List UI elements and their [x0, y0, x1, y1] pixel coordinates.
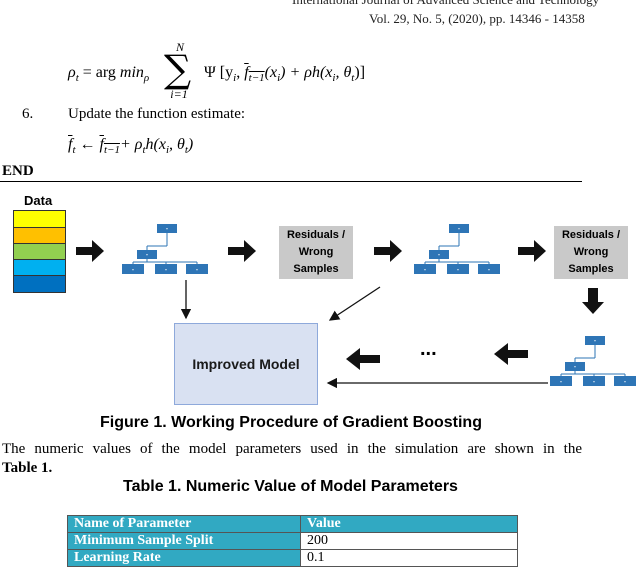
data-row: [14, 211, 65, 228]
psi-expression: Ψ [yi, ft−1(xi) + ρh(xi, θt)]: [204, 64, 366, 85]
data-label: Data: [24, 193, 53, 208]
table-cell: Minimum Sample Split: [67, 532, 301, 550]
tree-node-label: -: [457, 265, 460, 274]
block-arrow-left: [346, 348, 380, 370]
table-row: Minimum Sample Split 200: [67, 532, 518, 550]
update-equation: ft ← ft−1+ ρth(xi, θt): [68, 136, 194, 157]
residuals-box: Residuals / Wrong Samples: [554, 226, 628, 279]
sum-upper: N: [175, 40, 184, 54]
figure-caption: Figure 1. Working Procedure of Gradient …: [100, 414, 482, 431]
decision-tree: - - - - -: [122, 224, 208, 274]
tree-node-label: -: [488, 265, 491, 274]
end-label: END: [2, 163, 34, 179]
improved-model-box: Improved Model: [174, 323, 318, 405]
paragraph-line: The numeric values of the model paramete…: [2, 441, 582, 457]
tree-node-label: -: [574, 362, 577, 371]
tree-node-label: -: [132, 265, 135, 274]
tree-node-label: -: [438, 250, 441, 259]
table-header: Value: [300, 515, 518, 533]
tree-node-label: -: [593, 377, 596, 386]
thin-arrow: [328, 286, 381, 321]
table-cell: 200: [300, 532, 518, 550]
tree-node-label: -: [594, 336, 597, 345]
tree-node-label: -: [560, 377, 563, 386]
tree-node-label: -: [165, 265, 168, 274]
table-cell: Learning Rate: [67, 549, 301, 567]
data-row: [14, 260, 65, 276]
ellipsis: ...: [420, 338, 437, 360]
table-reference: Table 1.: [2, 460, 53, 476]
data-row: [14, 276, 65, 292]
sum-lower: i=1: [170, 87, 188, 101]
decision-tree: - - - - -: [414, 224, 500, 274]
rho-equation: ρt = arg minρ: [68, 64, 150, 85]
parameter-table: Name of Parameter Value Minimum Sample S…: [67, 515, 518, 567]
step-text: Update the function estimate:: [68, 106, 246, 122]
tree-node-label: -: [196, 265, 199, 274]
table-row: Learning Rate 0.1: [67, 549, 518, 567]
block-arrow-down: [582, 288, 604, 314]
volume-header: Vol. 29, No. 5, (2020), pp. 14346 - 1435…: [369, 11, 585, 26]
data-row: [14, 244, 65, 260]
journal-header: International Journal of Advanced Scienc…: [292, 0, 599, 8]
section-divider: [0, 181, 582, 182]
residuals-box: Residuals / Wrong Samples: [279, 226, 353, 279]
data-stack: [13, 210, 66, 293]
block-arrow: [76, 240, 104, 262]
table-header-row: Name of Parameter Value: [67, 515, 518, 533]
table-header: Name of Parameter: [67, 515, 301, 533]
block-arrow: [374, 240, 402, 262]
block-arrow-left: [494, 343, 528, 365]
tree-node-label: -: [424, 265, 427, 274]
block-arrow: [518, 240, 546, 262]
tree-node-label: -: [458, 224, 461, 233]
table-cell: 0.1: [300, 549, 518, 567]
decision-tree: - - - - -: [550, 336, 636, 386]
table-caption: Table 1. Numeric Value of Model Paramete…: [123, 478, 458, 495]
tree-node-label: -: [624, 377, 627, 386]
data-row: [14, 228, 65, 244]
block-arrow: [228, 240, 256, 262]
sum-symbol: ∑: [164, 47, 192, 91]
step-number: 6.: [22, 106, 34, 122]
tree-node-label: -: [166, 224, 169, 233]
tree-node-label: -: [146, 250, 149, 259]
